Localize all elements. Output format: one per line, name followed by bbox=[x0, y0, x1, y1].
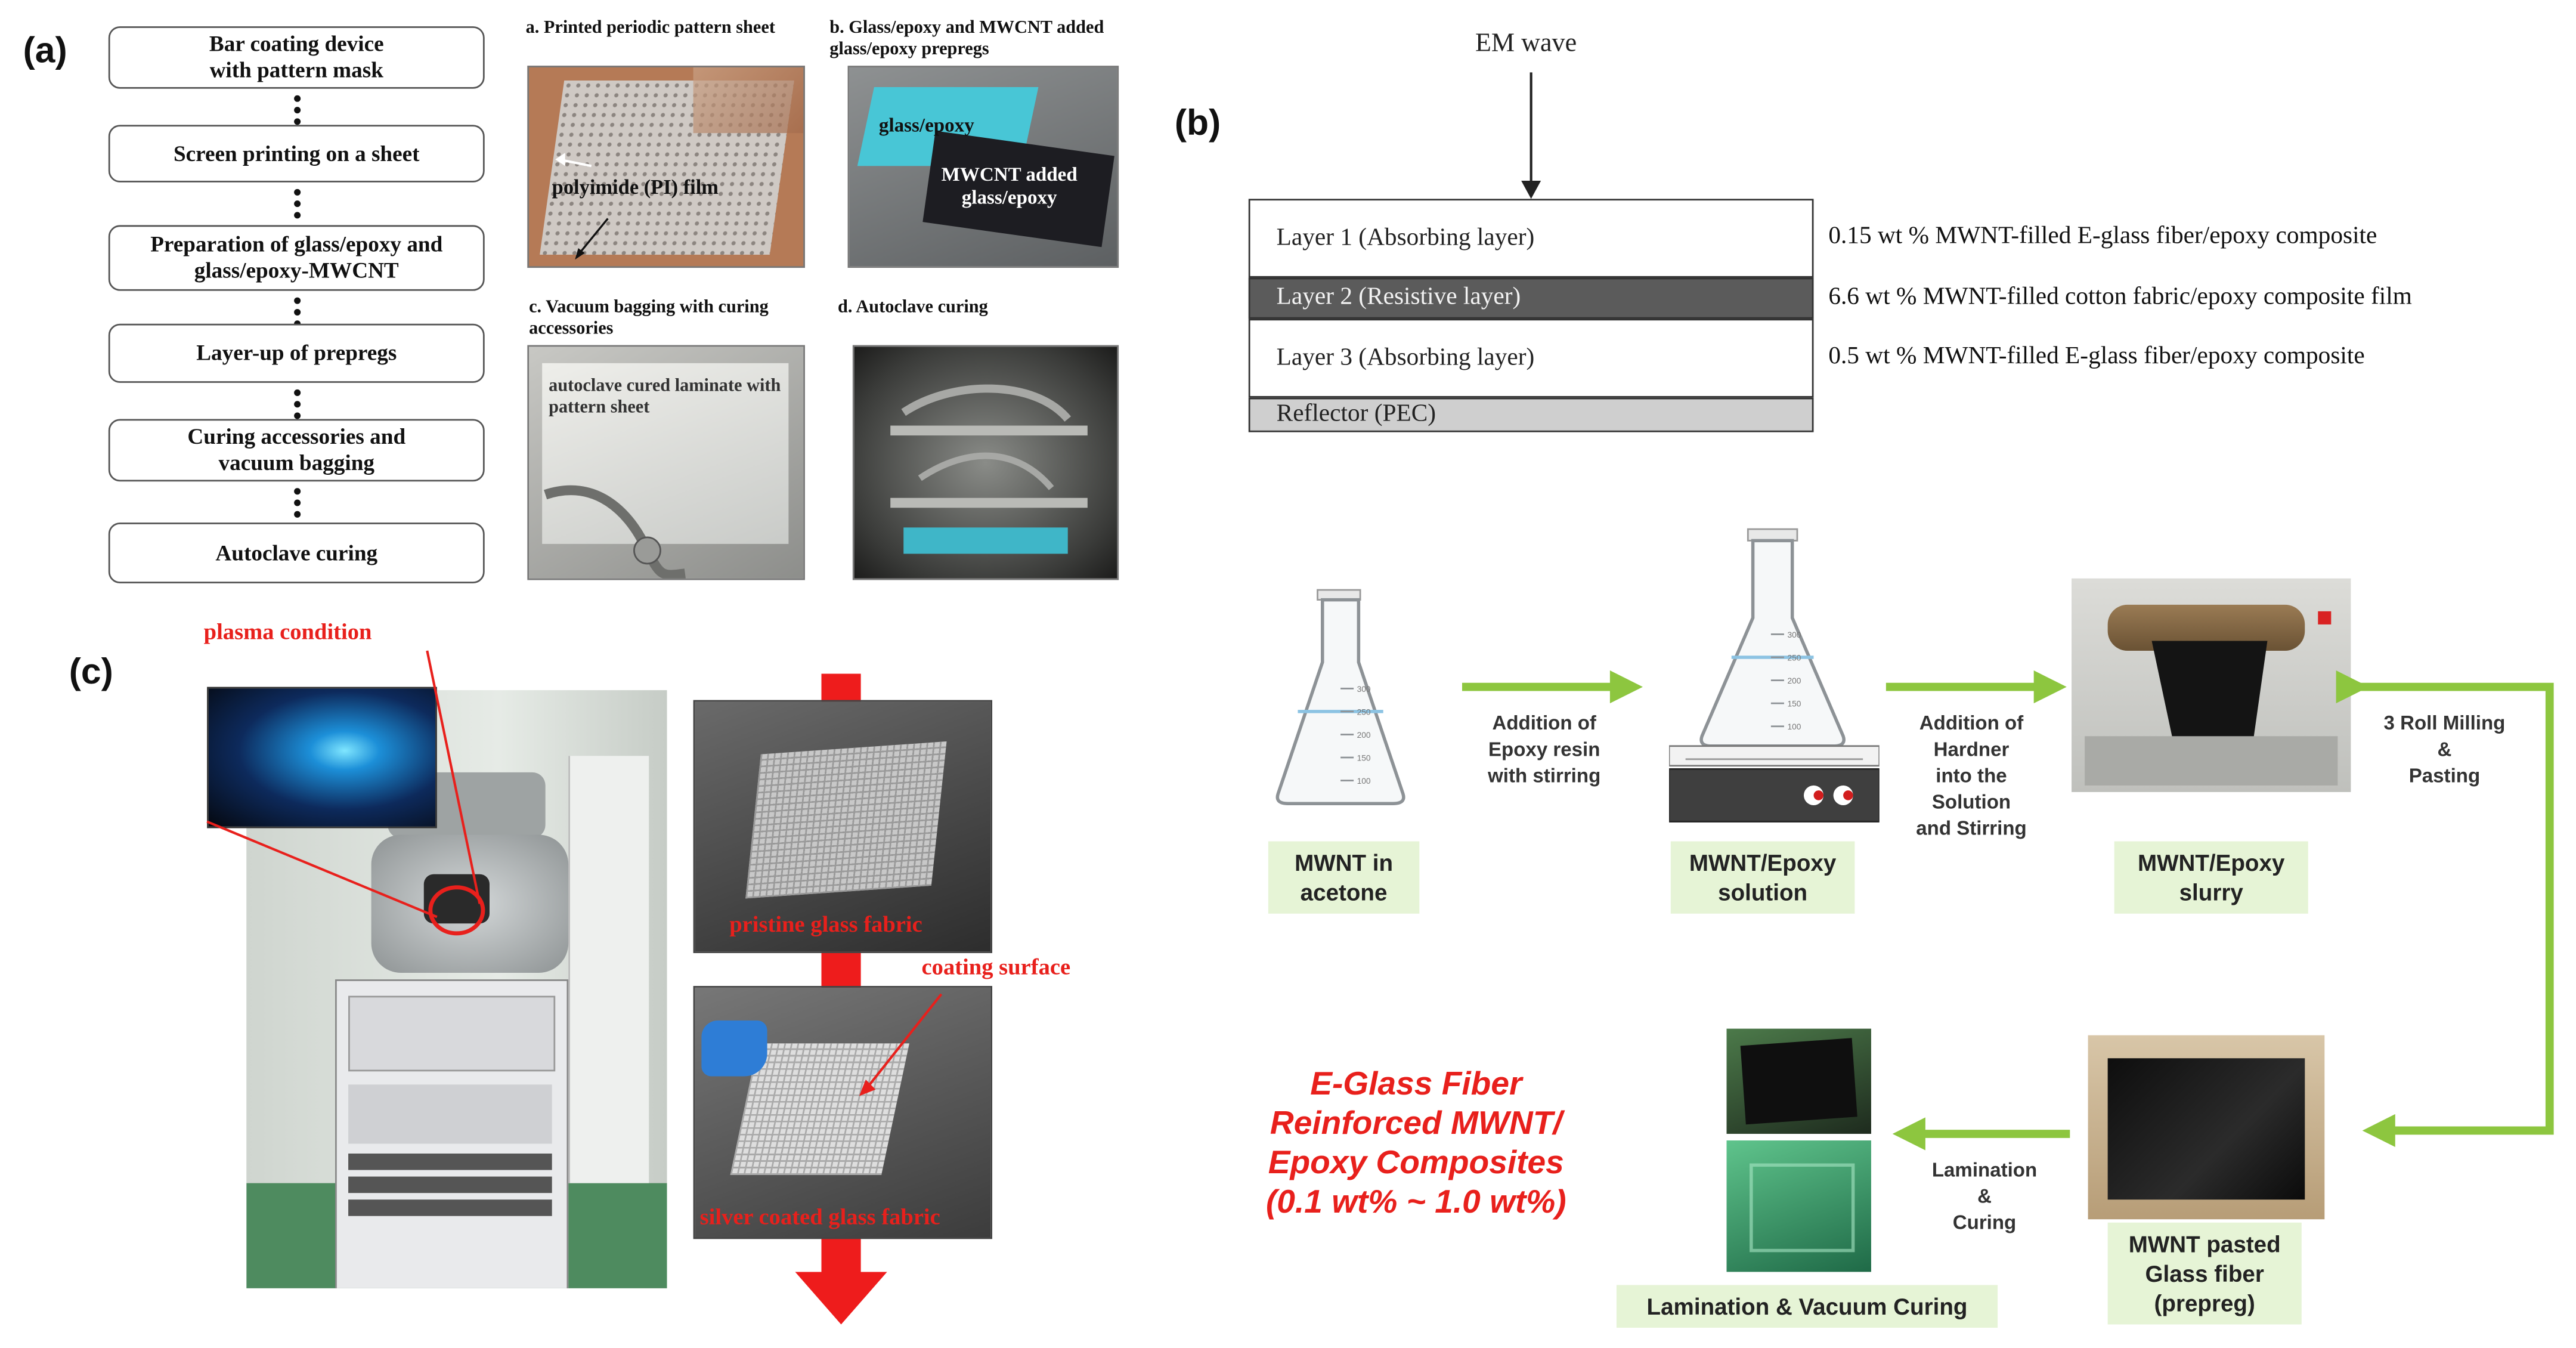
flow-connector bbox=[292, 485, 302, 522]
flask2-tick-0: 300 bbox=[1787, 630, 1801, 639]
coating-surface-label: coating surface bbox=[921, 956, 1071, 981]
layer-reflector: Reflector (PEC) bbox=[1248, 397, 1814, 432]
photo-label-glass-epoxy: glass/epoxy bbox=[878, 113, 974, 137]
arrow-text-3: 3 Roll Milling & Pasting bbox=[2383, 711, 2506, 787]
process-arrow-1 bbox=[1462, 670, 1643, 704]
flow-step-bar-coating: Bar coating device with pattern mask bbox=[108, 26, 485, 89]
layer-reflector-name: Reflector (PEC) bbox=[1276, 401, 1436, 428]
photo-label-mwcnt-glass-epoxy: MWCNT added glass/epoxy bbox=[941, 162, 1078, 209]
photo-label-cured-laminate: autoclave cured laminate with pattern sh… bbox=[549, 376, 781, 418]
flask2-tick-2: 200 bbox=[1787, 676, 1801, 685]
flow-connector bbox=[292, 185, 302, 223]
photo-caption-d: d. Autoclave curing bbox=[838, 297, 988, 317]
photo-prepregs: glass/epoxy MWCNT added glass/epoxy bbox=[847, 66, 1119, 268]
photo-caption-b: b. Glass/epoxy and MWCNT added glass/epo… bbox=[829, 18, 1104, 60]
em-wave-label: EM wave bbox=[1475, 29, 1577, 58]
flow-connector bbox=[292, 294, 302, 332]
layer-2: Layer 2 (Resistive layer) bbox=[1248, 277, 1814, 319]
plasma-callout-lines bbox=[206, 650, 485, 936]
layer-2-desc: 6.6 wt % MWNT-filled cotton fabric/epoxy… bbox=[1828, 284, 2412, 311]
photo-silver-fabric bbox=[693, 986, 993, 1239]
em-wave-arrow bbox=[1521, 72, 1541, 199]
flow-step-autoclave-curing: Autoclave curing bbox=[108, 522, 485, 584]
panel-label-c: (c) bbox=[69, 650, 113, 692]
photo-caption-a: a. Printed periodic pattern sheet bbox=[525, 18, 775, 38]
step-lamination-vacuum-curing: Lamination & Vacuum Curing bbox=[1616, 1285, 1998, 1328]
photo-vacuum-curing bbox=[1726, 1140, 1871, 1272]
flask2-tick-3: 150 bbox=[1787, 700, 1801, 709]
flask-mwnt-epoxy-solution: 300 250 200 150 100 bbox=[1669, 528, 1880, 823]
flow-connector bbox=[292, 386, 302, 423]
photo-pristine-fabric bbox=[693, 700, 993, 953]
plasma-condition-label: plasma condition bbox=[203, 621, 372, 646]
flask2-tick-1: 250 bbox=[1787, 654, 1801, 663]
flask-mwnt-acetone: 300 250 200 150 100 bbox=[1275, 589, 1405, 805]
photo-plasma-inset bbox=[207, 687, 437, 828]
process-arrow-2 bbox=[1885, 670, 2067, 704]
photo-autoclave bbox=[852, 345, 1119, 580]
photo-prepreg bbox=[2088, 1035, 2325, 1220]
layer-3: Layer 3 (Absorbing layer) bbox=[1248, 319, 1814, 398]
red-arrow-head bbox=[795, 1272, 887, 1325]
layer-2-name: Layer 2 (Resistive layer) bbox=[1276, 284, 1521, 311]
photo-caption-c: c. Vacuum bagging with curing accessorie… bbox=[529, 297, 769, 339]
layer-1: Layer 1 (Absorbing layer) bbox=[1248, 199, 1814, 278]
layer-1-desc: 0.15 wt % MWNT-filled E-glass fiber/epox… bbox=[1828, 223, 2377, 250]
flask2-tick-4: 100 bbox=[1787, 722, 1801, 731]
layer-1-name: Layer 1 (Absorbing layer) bbox=[1276, 224, 1535, 251]
flow-step-preparation: Preparation of glass/epoxy and glass/epo… bbox=[108, 225, 485, 291]
silver-fabric-label: silver coated glass fabric bbox=[699, 1206, 940, 1231]
flow-step-layup: Layer-up of prepregs bbox=[108, 323, 485, 383]
photo-lamination-top bbox=[1726, 1028, 1871, 1134]
arrow-text-4: Lamination & Curing bbox=[1931, 1158, 2038, 1235]
step-mwnt-epoxy-solution: MWNT/Epoxy solution bbox=[1670, 841, 1855, 914]
flask1-tick-1: 250 bbox=[1357, 707, 1371, 716]
flask1-tick-4: 100 bbox=[1357, 777, 1371, 786]
flow-step-screen-printing: Screen printing on a sheet bbox=[108, 125, 485, 183]
panel-label-a: (a) bbox=[23, 29, 67, 71]
product-label: E-Glass Fiber Reinforced MWNT/ Epoxy Com… bbox=[1265, 1066, 1566, 1221]
arrow-text-2: Addition of Hardner into the Solution an… bbox=[1916, 711, 2027, 840]
flow-step-vacuum-bagging: Curing accessories and vacuum bagging bbox=[108, 419, 485, 482]
photo-label-pi-film: polyimide (PI) film bbox=[552, 175, 719, 199]
photo-vacuum-bagging: autoclave cured laminate with pattern sh… bbox=[527, 345, 805, 580]
arrow-text-1: Addition of Epoxy resin with stirring bbox=[1488, 711, 1601, 787]
step-mwnt-pasted-glass-fiber: MWNT pasted Glass fiber (prepreg) bbox=[2107, 1222, 2302, 1325]
panel-label-b: (b) bbox=[1174, 101, 1221, 143]
process-arrow-3 bbox=[2336, 670, 2554, 1147]
flask1-tick-3: 150 bbox=[1357, 754, 1371, 763]
layer-3-desc: 0.5 wt % MWNT-filled E-glass fiber/epoxy… bbox=[1828, 343, 2365, 370]
step-mwnt-acetone: MWNT in acetone bbox=[1268, 841, 1420, 914]
layer-3-name: Layer 3 (Absorbing layer) bbox=[1276, 344, 1535, 371]
process-arrow-4 bbox=[1892, 1117, 2070, 1151]
flask1-tick-0: 300 bbox=[1357, 685, 1371, 694]
photo-roll-mill bbox=[2072, 578, 2351, 792]
pristine-fabric-label: pristine glass fabric bbox=[729, 913, 922, 939]
step-mwnt-epoxy-slurry: MWNT/Epoxy slurry bbox=[2114, 841, 2308, 914]
flask1-tick-2: 200 bbox=[1357, 731, 1371, 740]
photo-printed-sheet: polyimide (PI) film bbox=[527, 66, 805, 268]
flow-connector bbox=[292, 92, 302, 129]
